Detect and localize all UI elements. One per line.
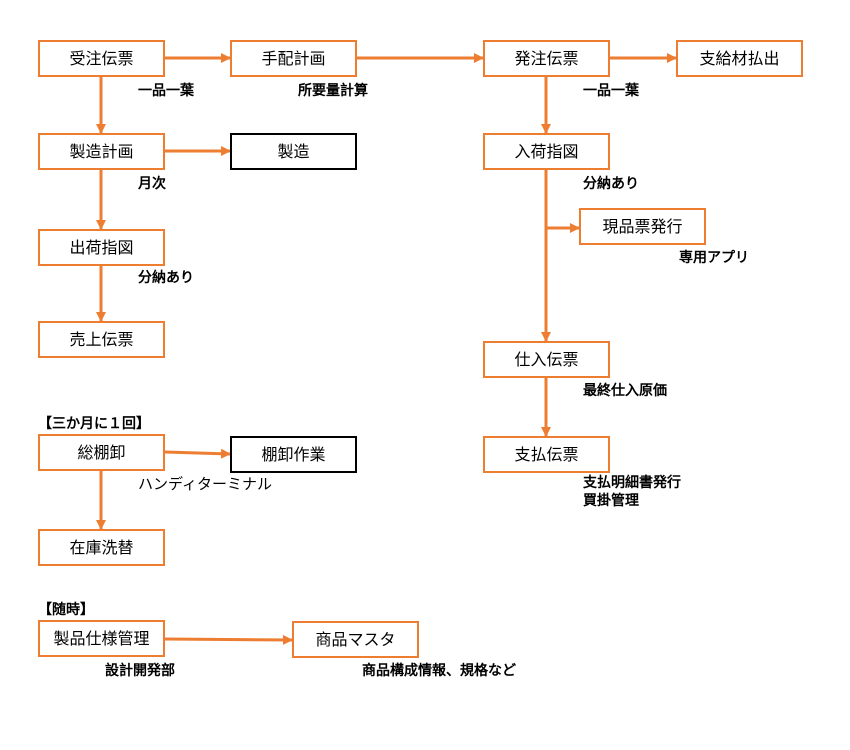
note-order-slip: 一品一葉 [138,83,194,99]
node-payment-slip: 支払伝票 [483,436,610,473]
note-production-plan: 月次 [138,176,166,192]
node-supplied-material-issue: 支給材払出 [676,40,803,77]
note-purchase-order-slip: 一品一葉 [583,83,639,99]
note-arrangement-plan: 所要量計算 [298,83,368,99]
note-payment-slip-1: 支払明細書発行 [583,475,681,491]
section-quarterly: 【三か月に１回】 [38,416,150,432]
arrow-inventory-count-to-stocktaking [164,448,231,459]
node-stocktaking-work: 棚卸作業 [230,436,357,473]
node-order-slip: 受注伝票 [38,40,165,77]
node-production-plan: 製造計画 [38,133,165,170]
node-product-spec-management: 製品仕様管理 [38,620,165,657]
node-receiving-instruction: 入荷指図 [483,133,610,170]
node-sales-slip: 売上伝票 [38,321,165,358]
node-purchase-order-slip: 発注伝票 [483,40,610,77]
note-payment-slip-2: 買掛管理 [583,493,639,509]
note-receiving-instruction: 分納あり [583,176,639,192]
note-purchase-slip: 最終仕入原価 [583,383,667,399]
note-stocktaking-work: ハンディターミナル [138,475,272,493]
node-inventory-revaluation: 在庫洗替 [38,529,165,566]
note-product-spec-management: 設計開発部 [105,663,175,679]
node-shipping-instruction: 出荷指図 [38,229,165,266]
node-item-tag-issue: 現品票発行 [579,208,706,245]
note-product-master: 商品構成情報、規格など [362,663,516,679]
note-item-tag-issue: 専用アプリ [679,250,749,266]
node-inventory-count: 総棚卸 [38,434,165,471]
arrow-spec-to-product-master [164,634,293,645]
node-purchase-slip: 仕入伝票 [483,341,610,378]
note-shipping-instruction: 分納あり [138,270,194,286]
node-product-master: 商品マスタ [292,621,419,658]
section-ad-hoc: 【随時】 [38,602,94,618]
node-manufacturing: 製造 [230,133,357,170]
node-arrangement-plan: 手配計画 [230,40,357,77]
